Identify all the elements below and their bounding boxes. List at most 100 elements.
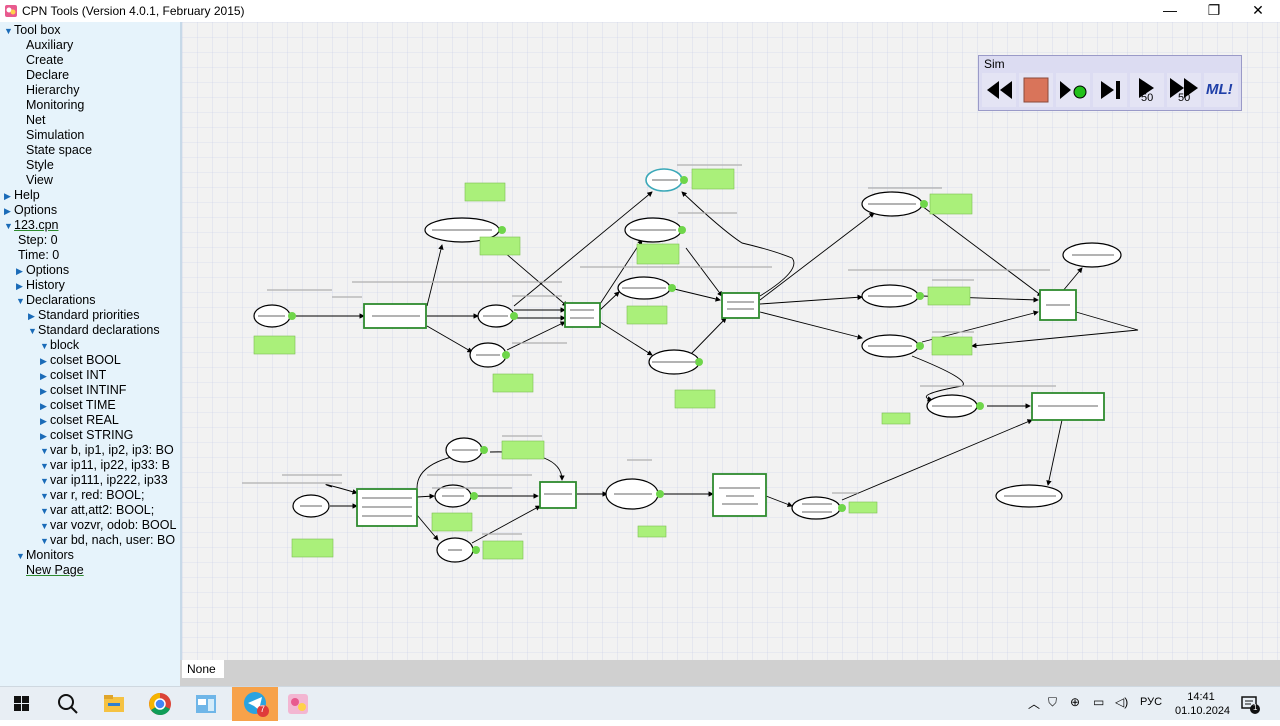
sidebar-item-label: Monitors [26, 548, 74, 562]
sidebar-item-hierarchy[interactable]: Hierarchy [26, 83, 80, 98]
cpn-tools-taskbar-icon[interactable] [280, 690, 316, 718]
sidebar-item-tool-box[interactable]: ▼Tool box [4, 23, 61, 38]
sidebar-item-var-att-att2-bool[interactable]: ▼var att,att2: BOOL; [40, 503, 154, 518]
rewind-icon[interactable] [982, 73, 1016, 107]
sidebar-item-history[interactable]: ▶History [16, 278, 65, 293]
tray-language[interactable]: РУС [1140, 696, 1163, 708]
sidebar-item-label: var b, ip1, ip2, ip3: BO [50, 443, 174, 457]
sidebar-item-auxiliary[interactable]: Auxiliary [26, 38, 73, 53]
expanded-arrow-icon[interactable]: ▼ [40, 491, 49, 501]
sidebar-item-var-vozvr-odob-bool[interactable]: ▼var vozvr, odob: BOOL [40, 518, 176, 533]
play-fast-forward-button[interactable]: 50 [1130, 73, 1164, 107]
expanded-arrow-icon[interactable]: ▼ [16, 296, 25, 306]
minimize-button[interactable]: — [1163, 2, 1177, 18]
expanded-arrow-icon[interactable]: ▼ [28, 326, 37, 336]
sidebar-item-options[interactable]: ▶Options [4, 203, 57, 218]
collapsed-arrow-icon[interactable]: ▶ [40, 386, 47, 396]
sidebar-item-options[interactable]: ▶Options [16, 263, 69, 278]
title-bar: CPN Tools (Version 4.0.1, February 2015)… [0, 0, 1280, 22]
sidebar-item-label: colset STRING [50, 428, 134, 442]
sidebar-item-step-0[interactable]: Step: 0 [18, 233, 58, 248]
ml-label: ML! [1206, 81, 1233, 98]
tray-battery-icon[interactable]: ▭ [1093, 695, 1105, 709]
tab-none[interactable]: None [182, 660, 224, 678]
expanded-arrow-icon[interactable]: ▼ [40, 521, 49, 531]
sidebar-item-state-space[interactable]: State space [26, 143, 92, 158]
maximize-button[interactable]: ❐ [1207, 2, 1221, 18]
expanded-arrow-icon[interactable]: ▼ [16, 551, 25, 561]
telegram-taskbar-button[interactable]: 7 [232, 687, 278, 721]
sidebar-item-monitoring[interactable]: Monitoring [26, 98, 84, 113]
collapsed-arrow-icon[interactable]: ▶ [28, 311, 35, 321]
sidebar-item-standard-priorities[interactable]: ▶Standard priorities [28, 308, 139, 323]
collapsed-arrow-icon[interactable]: ▶ [16, 266, 23, 276]
petri-net-diagram[interactable] [182, 22, 1280, 660]
collapsed-arrow-icon[interactable]: ▶ [40, 356, 47, 366]
expanded-arrow-icon[interactable]: ▼ [40, 446, 49, 456]
notification-center-button[interactable]: 1 [1238, 692, 1262, 716]
sidebar-item-var-bd-nach-user-bo[interactable]: ▼var bd, nach, user: BO [40, 533, 175, 548]
chrome-icon[interactable] [142, 690, 178, 718]
sidebar-item-label: Hierarchy [26, 83, 80, 97]
search-icon[interactable] [50, 690, 86, 718]
expanded-arrow-icon[interactable]: ▼ [4, 26, 13, 36]
expanded-arrow-icon[interactable]: ▼ [40, 341, 49, 351]
sidebar-item-label: Style [26, 158, 54, 172]
play-single-step-icon[interactable] [1056, 73, 1090, 107]
expanded-arrow-icon[interactable]: ▼ [40, 461, 49, 471]
collapsed-arrow-icon[interactable]: ▶ [4, 206, 11, 216]
sidebar-item-new-page[interactable]: New Page [26, 563, 84, 578]
sidebar-item-label: colset BOOL [50, 353, 121, 367]
close-button[interactable]: ✕ [1252, 2, 1264, 18]
sidebar-item-create[interactable]: Create [26, 53, 64, 68]
app-window-icon[interactable] [188, 690, 224, 718]
collapsed-arrow-icon[interactable]: ▶ [4, 191, 11, 201]
collapsed-arrow-icon[interactable]: ▶ [16, 281, 23, 291]
tray-chevron-icon[interactable]: ︿ [1028, 697, 1041, 711]
sidebar-item-123-cpn[interactable]: ▼123.cpn [4, 218, 58, 233]
expanded-arrow-icon[interactable]: ▼ [4, 221, 13, 231]
tray-security-icon[interactable]: ⛉ [1048, 695, 1058, 709]
net-canvas[interactable] [180, 22, 1280, 660]
tray-clock[interactable]: 14:41 01.10.2024 [1175, 690, 1230, 718]
sidebar-item-standard-declarations[interactable]: ▼Standard declarations [28, 323, 160, 338]
sidebar-item-help[interactable]: ▶Help [4, 188, 40, 203]
sidebar-item-label: Monitoring [26, 98, 85, 112]
sidebar-item-colset-intinf[interactable]: ▶colset INTINF [40, 383, 126, 398]
collapsed-arrow-icon[interactable]: ▶ [40, 416, 47, 426]
sidebar-item-monitors[interactable]: ▼Monitors [16, 548, 74, 563]
collapsed-arrow-icon[interactable]: ▶ [40, 371, 47, 381]
sidebar-item-block[interactable]: ▼block [40, 338, 79, 353]
sidebar-item-net[interactable]: Net [26, 113, 45, 128]
tray-volume-icon[interactable]: ◁) [1115, 695, 1129, 709]
sidebar-item-style[interactable]: Style [26, 158, 54, 173]
expanded-arrow-icon[interactable]: ▼ [40, 476, 49, 486]
sidebar-item-time-0[interactable]: Time: 0 [18, 248, 59, 263]
sidebar-item-declare[interactable]: Declare [26, 68, 69, 83]
windows-start-icon[interactable] [4, 690, 40, 718]
sidebar-item-colset-bool[interactable]: ▶colset BOOL [40, 353, 121, 368]
sidebar-item-colset-string[interactable]: ▶colset STRING [40, 428, 133, 443]
ml-evaluate-button[interactable]: ML! [1204, 73, 1238, 107]
collapsed-arrow-icon[interactable]: ▶ [40, 431, 47, 441]
sidebar-item-simulation[interactable]: Simulation [26, 128, 84, 143]
sidebar-item-colset-real[interactable]: ▶colset REAL [40, 413, 119, 428]
expanded-arrow-icon[interactable]: ▼ [40, 506, 49, 516]
step-forward-icon[interactable] [1093, 73, 1127, 107]
stop-icon[interactable] [1019, 73, 1053, 107]
expanded-arrow-icon[interactable]: ▼ [40, 536, 49, 546]
sidebar-item-var-b-ip1-ip2-ip3-bo[interactable]: ▼var b, ip1, ip2, ip3: BO [40, 443, 174, 458]
sidebar-item-label: var r, red: BOOL; [50, 488, 145, 502]
fast-forward-button[interactable]: 50 [1167, 73, 1201, 107]
sidebar-item-var-ip111-ip222-ip33[interactable]: ▼var ip111, ip222, ip33 [40, 473, 168, 488]
sidebar-item-view[interactable]: View [26, 173, 53, 188]
tray-network-icon[interactable]: ⊕ [1070, 695, 1081, 709]
sidebar-item-declarations[interactable]: ▼Declarations [16, 293, 95, 308]
sidebar-item-colset-time[interactable]: ▶colset TIME [40, 398, 116, 413]
sidebar-item-var-r-red-bool[interactable]: ▼var r, red: BOOL; [40, 488, 144, 503]
collapsed-arrow-icon[interactable]: ▶ [40, 401, 47, 411]
sim-tool-palette: Sim 50 50 ML! [978, 55, 1242, 111]
file-explorer-icon[interactable] [96, 690, 132, 718]
sidebar-item-var-ip11-ip22-ip33-b[interactable]: ▼var ip11, ip22, ip33: B [40, 458, 170, 473]
sidebar-item-colset-int[interactable]: ▶colset INT [40, 368, 106, 383]
